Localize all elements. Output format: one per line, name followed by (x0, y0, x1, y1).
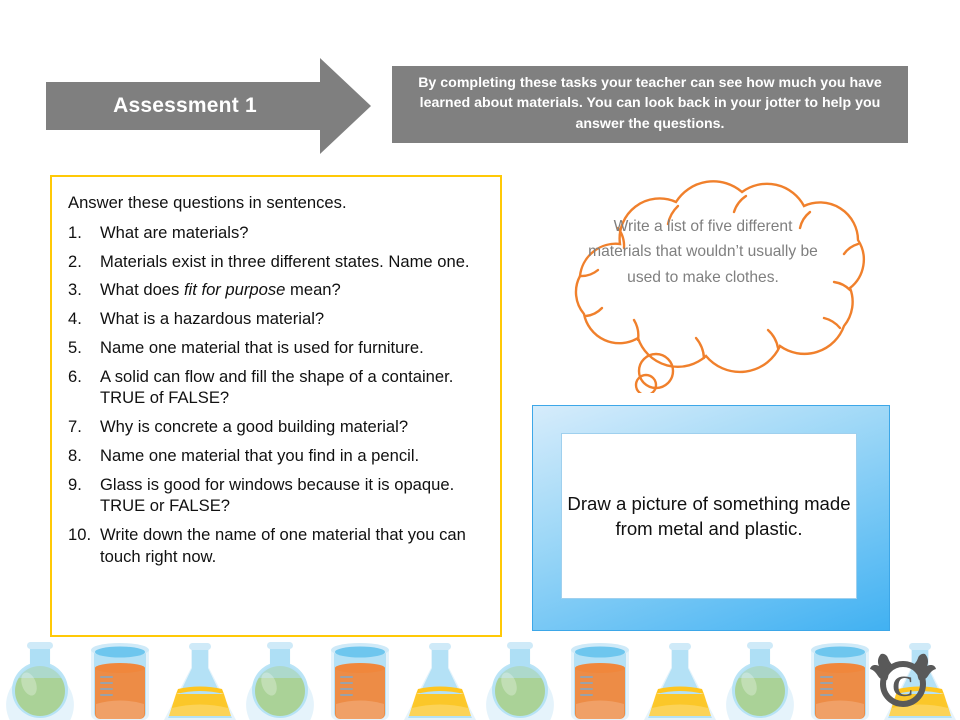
flask-beaker (331, 643, 389, 720)
question-text: What is a hazardous material? (100, 309, 325, 329)
question-item: 1. What are materials? (66, 222, 486, 244)
flask-conical-flask (644, 643, 716, 720)
question-number: 7. (68, 417, 82, 437)
question-number: 2. (68, 251, 82, 271)
flask-round-flask (6, 642, 74, 720)
question-item: 9. Glass is good for windows because it i… (66, 474, 486, 517)
flask-round-flask (246, 642, 314, 720)
flask-border-strip (0, 634, 960, 720)
intro-banner-text: By completing these tasks your teacher c… (418, 75, 882, 132)
question-number: 5. (68, 337, 82, 357)
questions-list: 1. What are materials? 2. Materials exist i… (66, 222, 486, 568)
flask-beaker (91, 643, 149, 720)
questions-panel: Answer these questions in sentences. 1. W… (50, 175, 502, 637)
question-item: 10. Write down the name of one material t… (66, 524, 486, 567)
question-text: Materials exist in three different state… (100, 251, 470, 271)
question-item: 7. Why is concrete a good building materi… (66, 416, 486, 438)
question-item: 8. Name one material that you find in a p… (66, 445, 486, 467)
questions-intro-text: Answer these questions in sentences. (68, 193, 347, 212)
title-arrow-shape (46, 58, 371, 154)
question-number: 3. (68, 280, 82, 300)
flask-border-graphics (6, 642, 956, 720)
draw-picture-inner-area: Draw a picture of something made from me… (561, 433, 857, 599)
flask-conical-flask (404, 643, 476, 720)
flask-beaker (571, 643, 629, 720)
svg-text:C: C (892, 670, 914, 703)
question-number: 4. (68, 309, 82, 329)
question-number: 1. (68, 223, 82, 242)
question-number: 9. (68, 474, 82, 494)
question-text: What are materials? (100, 223, 249, 242)
question-item: 6. A solid can flow and fill the shape of… (66, 366, 486, 409)
copyright-moose-icon: C (870, 653, 936, 707)
question-text: Why is concrete a good building material… (100, 417, 409, 437)
copyright-moose-logo: C (861, 648, 945, 712)
question-number: 6. (68, 366, 82, 386)
draw-picture-text: Draw a picture of something made from me… (567, 492, 851, 539)
question-text: What does fit for purpose mean? (100, 280, 341, 300)
intro-banner: By completing these tasks your teacher c… (392, 66, 908, 143)
title-arrow-label: Assessment 1 (113, 94, 257, 117)
draw-picture-box: Draw a picture of something made from me… (532, 405, 890, 631)
question-emphasis: fit for purpose (183, 280, 286, 300)
question-number: 8. (68, 445, 82, 465)
question-item: 5. Name one material that is used for fur… (66, 337, 486, 359)
question-item: 2. Materials exist in three different sta… (66, 251, 486, 273)
title-arrow: Assessment 1 (46, 58, 371, 154)
question-text: Name one material that you find in a pen… (100, 445, 420, 465)
flask-round-flask (486, 642, 554, 720)
question-item: 3. What does fit for purpose mean? (66, 279, 486, 301)
thought-cloud: Write a list of five different materials… (528, 178, 878, 393)
question-text: Glass is good for windows because it is … (100, 474, 455, 516)
flask-conical-flask (164, 643, 236, 720)
flask-beaker (811, 643, 869, 720)
question-text: Write down the name of one material that… (100, 525, 466, 566)
question-item: 4. What is a hazardous material? (66, 308, 486, 330)
question-text: Name one material that is used for furni… (100, 337, 424, 357)
question-number: 10. (68, 525, 92, 545)
thought-cloud-shape (574, 180, 866, 393)
question-text: A solid can flow and fill the shape of a… (100, 366, 454, 408)
thought-cloud-text: Write a list of five different materials… (588, 218, 818, 286)
flask-round-flask (726, 642, 794, 720)
